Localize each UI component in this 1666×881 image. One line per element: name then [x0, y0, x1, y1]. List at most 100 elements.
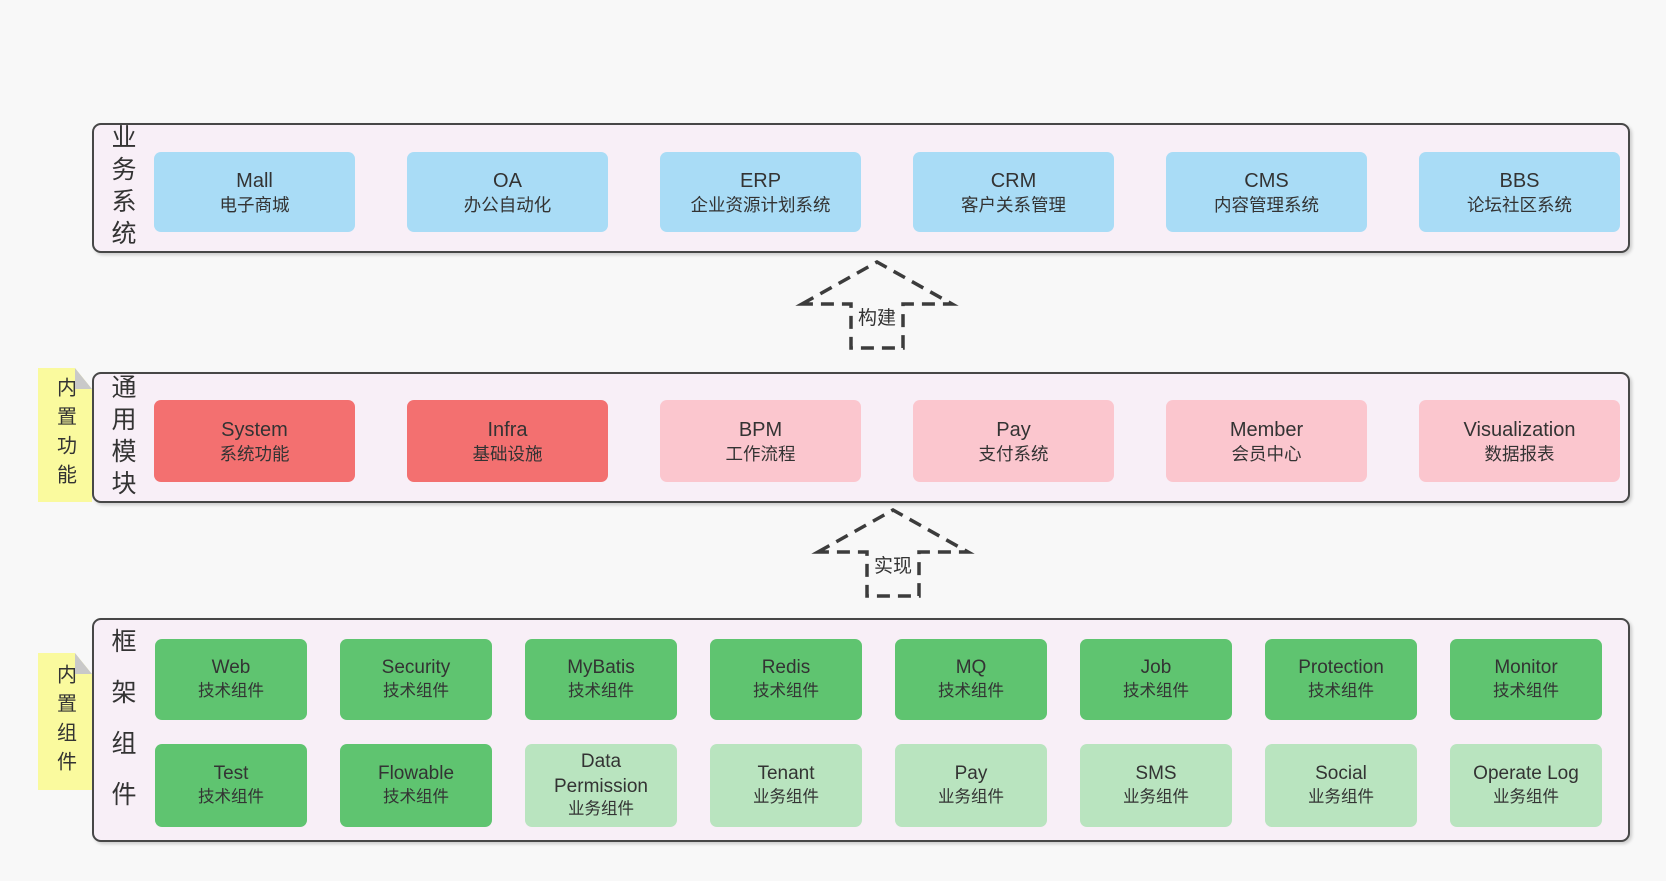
- box-redis: Redis 技术组件: [710, 639, 862, 720]
- box-title: Pay: [996, 418, 1031, 441]
- box-crm: CRM 客户关系管理: [913, 152, 1114, 232]
- box-subtitle: 业务组件: [1123, 788, 1189, 807]
- box-pay-component: Pay 业务组件: [895, 744, 1047, 827]
- box-title: Redis: [761, 657, 811, 679]
- box-subtitle: 数据报表: [1484, 443, 1555, 464]
- box-cms: CMS 内容管理系统: [1166, 152, 1367, 232]
- box-tenant: Tenant 业务组件: [710, 744, 862, 827]
- box-subtitle: 技术组件: [938, 682, 1004, 701]
- box-title: Visualization: [1463, 418, 1576, 441]
- box-subtitle: 电子商城: [219, 194, 290, 215]
- box-flowable: Flowable 技术组件: [340, 744, 492, 827]
- band-label-common-modules: 通用模块: [108, 373, 136, 502]
- box-test: Test 技术组件: [155, 744, 307, 827]
- box-subtitle: 支付系统: [978, 443, 1049, 464]
- box-subtitle: 技术组件: [383, 682, 449, 701]
- box-subtitle: 企业资源计划系统: [690, 194, 831, 215]
- box-title: BBS: [1499, 169, 1540, 192]
- box-subtitle: 业务组件: [1493, 788, 1559, 807]
- band-label-framework-components: 框架组件: [108, 628, 136, 832]
- box-title: Job: [1140, 657, 1172, 679]
- box-title: SMS: [1135, 763, 1177, 785]
- box-title: Flowable: [377, 763, 455, 785]
- sticky-note-label: 内置组件: [53, 663, 76, 780]
- box-subtitle: 会员中心: [1231, 443, 1302, 464]
- box-job: Job 技术组件: [1080, 639, 1232, 720]
- sticky-fold-corner: [75, 653, 92, 674]
- box-title: Monitor: [1494, 657, 1558, 679]
- box-sms: SMS 业务组件: [1080, 744, 1232, 827]
- box-title: Mall: [236, 169, 273, 192]
- box-mq: MQ 技术组件: [895, 639, 1047, 720]
- band-business-systems: 业务系统 Mall 电子商城 OA 办公自动化 ERP 企业资源计划系统 CRM…: [92, 123, 1630, 253]
- box-monitor: Monitor 技术组件: [1450, 639, 1602, 720]
- box-title: Test: [213, 763, 249, 785]
- box-bpm: BPM 工作流程: [660, 400, 861, 482]
- box-mybatis: MyBatis 技术组件: [525, 639, 677, 720]
- box-title: Tenant: [757, 763, 815, 785]
- box-subtitle: 客户关系管理: [961, 194, 1066, 215]
- dashed-up-arrow-icon: [795, 259, 959, 350]
- box-subtitle: 业务组件: [1308, 788, 1374, 807]
- box-infra: Infra 基础设施: [407, 400, 608, 482]
- box-subtitle: 办公自动化: [463, 194, 552, 215]
- box-subtitle: 工作流程: [725, 443, 796, 464]
- band-framework-components: 框架组件 Web 技术组件 Security 技术组件 MyBatis 技术组件…: [92, 618, 1630, 842]
- box-bbs: BBS 论坛社区系统: [1419, 152, 1620, 232]
- sticky-note-label: 内置功能: [53, 377, 76, 493]
- box-subtitle: 内容管理系统: [1214, 194, 1319, 215]
- box-social: Social 业务组件: [1265, 744, 1417, 827]
- box-title: CMS: [1244, 169, 1289, 192]
- box-subtitle: 系统功能: [219, 443, 290, 464]
- arrow-implement-label: 实现: [869, 550, 917, 579]
- box-title: Member: [1229, 418, 1304, 441]
- box-title: CRM: [990, 169, 1037, 192]
- box-subtitle: 业务组件: [938, 788, 1004, 807]
- box-subtitle: 技术组件: [753, 682, 819, 701]
- box-title: Social: [1315, 763, 1367, 785]
- box-title: Protection: [1298, 657, 1384, 679]
- box-pay-system: Pay 支付系统: [913, 400, 1114, 482]
- box-erp: ERP 企业资源计划系统: [660, 152, 861, 232]
- box-subtitle: 技术组件: [1493, 682, 1559, 701]
- box-subtitle: 基础设施: [472, 443, 543, 464]
- box-title: MyBatis: [567, 657, 635, 679]
- box-subtitle: 技术组件: [383, 788, 449, 807]
- box-title: Security: [381, 657, 451, 679]
- box-title: OA: [493, 169, 522, 192]
- box-oa: OA 办公自动化: [407, 152, 608, 232]
- box-system: System 系统功能: [154, 400, 355, 482]
- sticky-note-builtin-components: 内置组件: [38, 653, 92, 790]
- band-label-business-systems: 业务系统: [108, 124, 136, 252]
- box-title: Operate Log: [1473, 763, 1579, 785]
- sticky-note-builtin-features: 内置功能: [38, 368, 92, 502]
- band-common-modules: 通用模块 System 系统功能 Infra 基础设施 BPM 工作流程 Pay…: [92, 372, 1630, 503]
- box-title: Infra: [487, 418, 528, 441]
- box-title: BPM: [738, 418, 783, 441]
- box-subtitle: 业务组件: [568, 800, 634, 819]
- box-web: Web 技术组件: [155, 639, 307, 720]
- box-subtitle: 论坛社区系统: [1467, 194, 1572, 215]
- box-title: Data Permission: [554, 751, 648, 797]
- box-title: MQ: [955, 657, 987, 679]
- box-title: ERP: [739, 169, 782, 192]
- box-member: Member 会员中心: [1166, 400, 1367, 482]
- box-subtitle: 技术组件: [568, 682, 634, 701]
- box-mall: Mall 电子商城: [154, 152, 355, 232]
- dashed-up-arrow-icon: [811, 507, 975, 598]
- box-subtitle: 技术组件: [198, 682, 264, 701]
- box-subtitle: 技术组件: [1123, 682, 1189, 701]
- box-subtitle: 技术组件: [198, 788, 264, 807]
- box-title: Pay: [954, 763, 988, 785]
- box-subtitle: 业务组件: [753, 788, 819, 807]
- box-subtitle: 技术组件: [1308, 682, 1374, 701]
- box-operate-log: Operate Log 业务组件: [1450, 744, 1602, 827]
- box-security: Security 技术组件: [340, 639, 492, 720]
- arrow-build-label: 构建: [853, 302, 901, 331]
- box-title: System: [221, 418, 288, 441]
- arrow-implement: 实现: [798, 502, 988, 600]
- box-title: Web: [211, 657, 251, 679]
- arrow-build: 构建: [782, 254, 972, 352]
- box-data-permission: Data Permission 业务组件: [525, 744, 677, 827]
